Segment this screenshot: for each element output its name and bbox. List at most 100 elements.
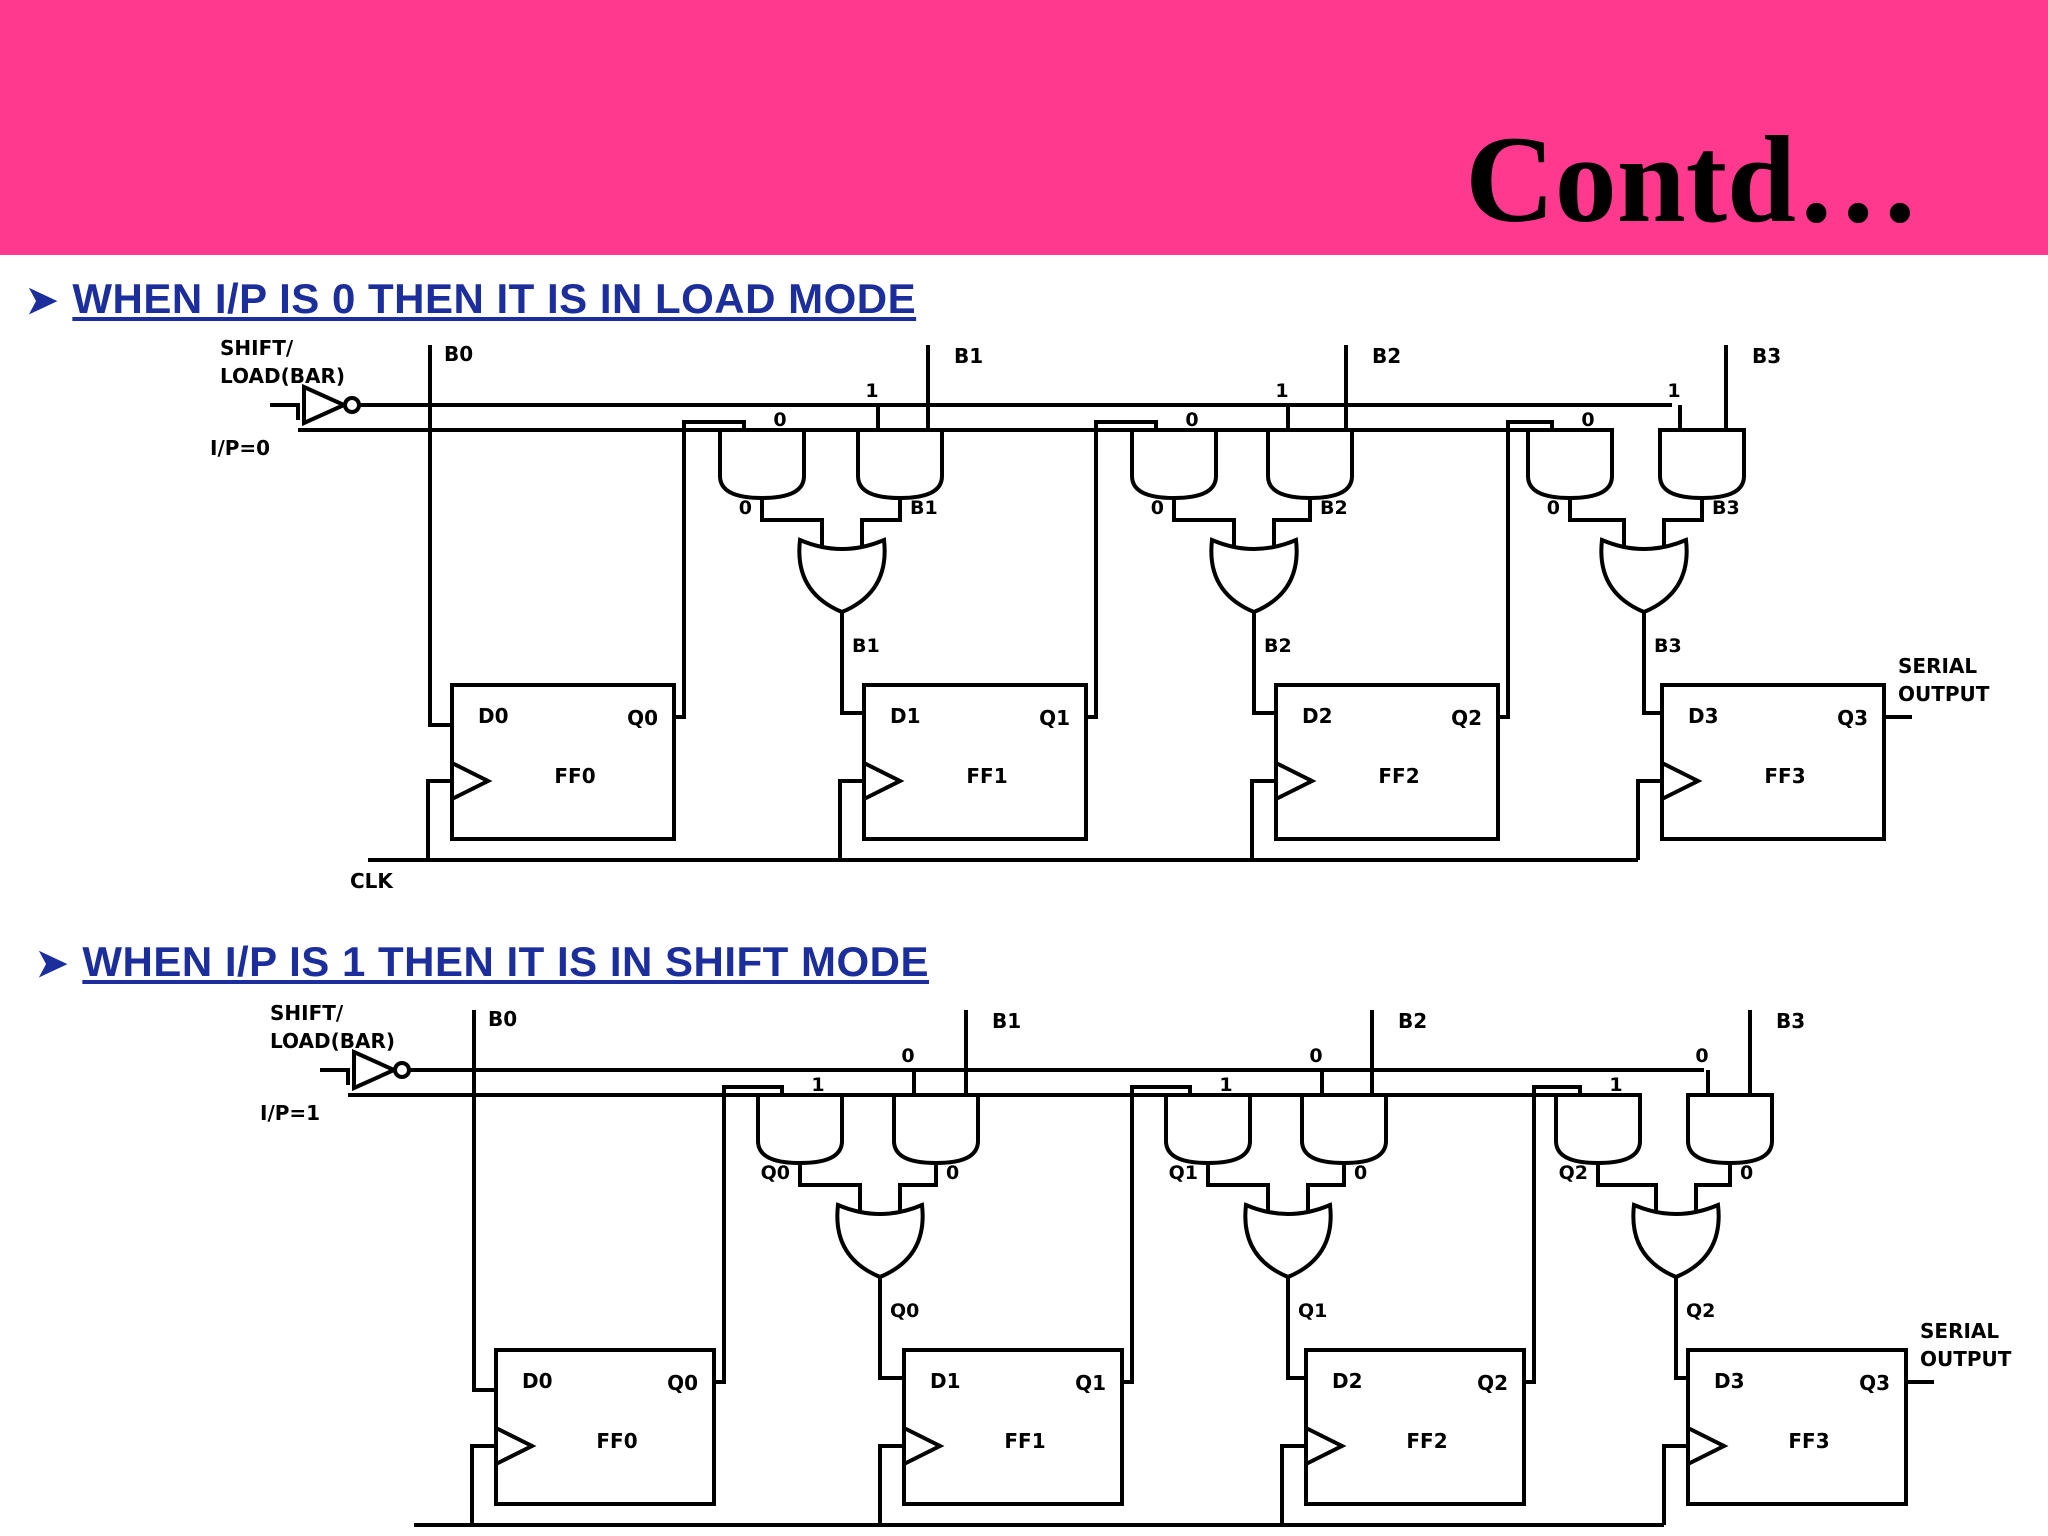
- stage3-or-gate: [1599, 537, 1689, 615]
- ff2-clock-wire: [1280, 1444, 1306, 1525]
- stage2-load-and-gate: [1300, 1093, 1388, 1166]
- ff2-q-label: Q2: [1451, 706, 1482, 730]
- ff2-d-label: D2: [1332, 1369, 1363, 1393]
- b0-wire: [472, 1010, 496, 1392]
- stage2-or-output-wire: [1252, 612, 1276, 715]
- stage1-load-and-gate: [892, 1093, 980, 1166]
- serial-output-label-line2: OUTPUT: [1898, 682, 1990, 706]
- stage2-or-gate: [1243, 1202, 1333, 1280]
- stage1-load-and-value: B1: [910, 497, 938, 519]
- q2-feedback-wire: [1498, 420, 1554, 719]
- stage2-load-and-value: 0: [1354, 1162, 1367, 1184]
- q0-feedback-wire: [674, 420, 746, 719]
- serial-output-label-line1: SERIAL: [1898, 654, 1977, 678]
- stage1-shift-and-value: 0: [739, 497, 752, 519]
- stage3-load-and-value: B3: [1712, 497, 1740, 519]
- stage3-load-and-output: [1662, 498, 1704, 548]
- stage2-load-and-gate: [1266, 428, 1354, 501]
- stage2-shift-and-gate: [1130, 428, 1218, 501]
- ff3-clock-wire: [1662, 1444, 1688, 1525]
- stage1-or-value: B1: [852, 635, 880, 657]
- stage3-shift-and-value: 0: [1547, 497, 1560, 519]
- stage2-load-and-output: [1272, 498, 1312, 548]
- stage3-load-and-gate: [1686, 1093, 1774, 1166]
- serial-output-label-line1: SERIAL: [1920, 1319, 1999, 1343]
- stage1-shift-and-gate: [756, 1093, 844, 1166]
- stage1-or-output-wire: [878, 1277, 904, 1380]
- stage3-or-output-wire: [1674, 1277, 1688, 1380]
- ff0-d-label: D0: [522, 1369, 553, 1393]
- stage3-load-select-value: 1: [1667, 380, 1680, 402]
- q0-feedback-wire: [714, 1085, 784, 1384]
- q2-feedback-wire: [1524, 1085, 1582, 1384]
- ff2-name: FF2: [1406, 1429, 1447, 1453]
- stage3-or-value: Q2: [1686, 1300, 1715, 1322]
- shift-mode-heading-text: WHEN I/P IS 1 THEN IT IS IN SHIFT MODE: [82, 938, 929, 985]
- stage1-shift-and-output: [760, 498, 824, 548]
- ff2-clock-wire: [1250, 779, 1276, 860]
- slide-title: Contd…: [1465, 111, 1920, 248]
- ff1-name: FF1: [1004, 1429, 1045, 1453]
- stage2-or-value: B2: [1264, 635, 1292, 657]
- stage2-load-select-value: 0: [1309, 1045, 1322, 1067]
- ff0-d-label: D0: [478, 704, 509, 728]
- b3-label: B3: [1752, 344, 1781, 368]
- shift-mode-heading: ➤ WHEN I/P IS 1 THEN IT IS IN SHIFT MODE: [36, 938, 929, 986]
- flip-flop-0: [450, 683, 676, 841]
- select-input-wire: [270, 403, 300, 420]
- stage2-or-output-wire: [1286, 1277, 1306, 1380]
- shift-load-label-line1: SHIFT/: [270, 1001, 344, 1025]
- b1-label: B1: [992, 1009, 1021, 1033]
- ff1-clock-wire: [878, 1444, 904, 1525]
- stage2-load-and-value: B2: [1320, 497, 1348, 519]
- flip-flop-3: [1660, 683, 1886, 841]
- stage1-load-select-value: 0: [901, 1045, 914, 1067]
- ff1-clock-triangle: [863, 761, 905, 801]
- arrowhead-bullet-icon: ➤: [26, 280, 59, 322]
- stage3-or-value: B3: [1654, 635, 1682, 657]
- stage3-shift-and-output: [1568, 498, 1626, 548]
- clk-label: CLK: [396, 1534, 440, 1536]
- ff0-name: FF0: [554, 764, 595, 788]
- ff2-d-label: D2: [1302, 704, 1333, 728]
- flip-flop-2: [1304, 1348, 1526, 1506]
- header-band: [0, 0, 2048, 255]
- ff1-d-label: D1: [890, 704, 921, 728]
- stage1-shift-and-gate: [718, 428, 806, 501]
- flip-flop-0: [494, 1348, 716, 1506]
- inverter-bubble: [343, 396, 361, 414]
- shift-load-label-line1: SHIFT/: [220, 336, 294, 360]
- stage2-shift-and-output: [1206, 1163, 1270, 1213]
- stage3-load-select-value: 0: [1695, 1045, 1708, 1067]
- b2-label: B2: [1372, 344, 1401, 368]
- stage3-shift-and-gate: [1526, 428, 1614, 501]
- ff2-clock-triangle: [1305, 1426, 1347, 1466]
- ff0-clock-triangle: [495, 1426, 537, 1466]
- flip-flop-1: [862, 683, 1088, 841]
- flip-flop-2: [1274, 683, 1500, 841]
- ff0-name: FF0: [596, 1429, 637, 1453]
- stage2-shift-select-value: 1: [1219, 1074, 1232, 1096]
- inverter-triangle: [352, 1048, 399, 1092]
- ff1-q-label: Q1: [1075, 1371, 1106, 1395]
- ff0-clock-triangle: [451, 761, 493, 801]
- ff2-q-label: Q2: [1477, 1371, 1508, 1395]
- shift-load-label-line2: LOAD(BAR): [270, 1029, 395, 1053]
- stage3-load-and-value: 0: [1740, 1162, 1753, 1184]
- ff1-name: FF1: [966, 764, 1007, 788]
- b0-label: B0: [444, 342, 473, 366]
- input-value-label: I/P=0: [210, 436, 270, 460]
- shift-load-label-line2: LOAD(BAR): [220, 364, 345, 388]
- ff3-d-label: D3: [1714, 1369, 1745, 1393]
- stage2-shift-and-gate: [1164, 1093, 1252, 1166]
- stage1-load-and-value: 0: [946, 1162, 959, 1184]
- ff1-d-label: D1: [930, 1369, 961, 1393]
- ff0-clock-wire: [470, 1444, 496, 1525]
- b3-label: B3: [1776, 1009, 1805, 1033]
- stage3-shift-and-value: Q2: [1559, 1162, 1588, 1184]
- q1-feedback-wire: [1086, 420, 1158, 719]
- flip-flop-3: [1686, 1348, 1908, 1506]
- inverter-bubble: [393, 1061, 411, 1079]
